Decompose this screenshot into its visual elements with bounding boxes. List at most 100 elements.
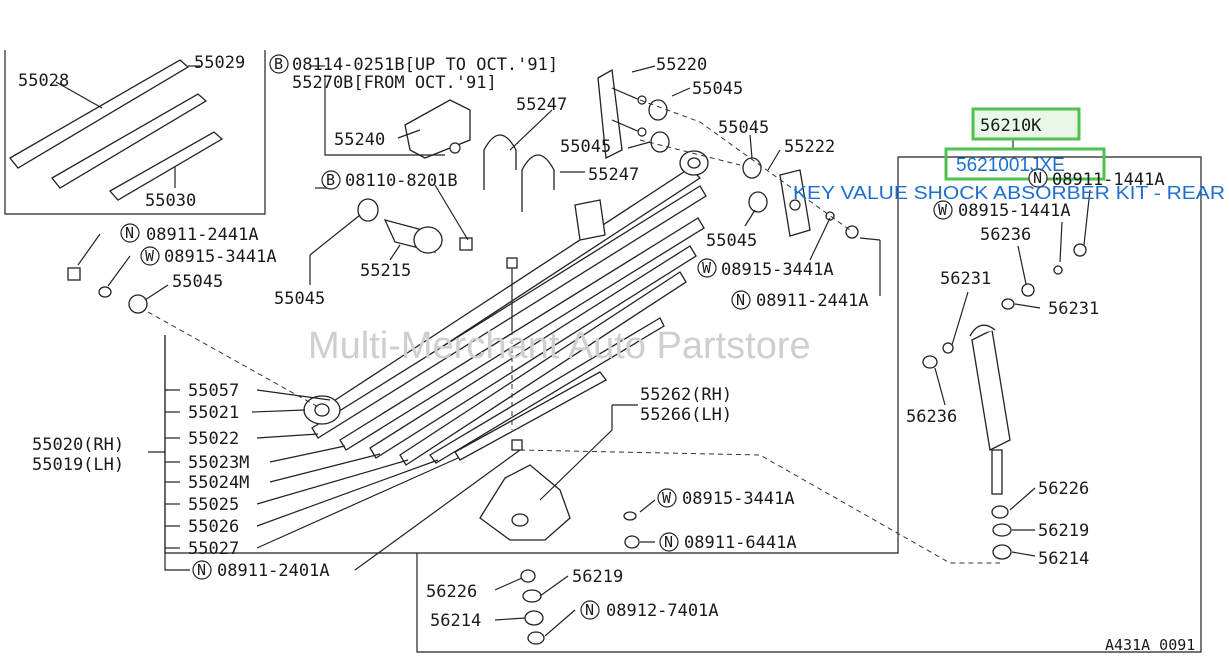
n-symbol-text: N: [125, 224, 134, 242]
label-55019-lh: 55019(LH): [32, 455, 124, 475]
inset-leaf-55028: [9, 59, 190, 169]
label-55045-c: 55045: [718, 118, 769, 138]
b-symbol-text-2: B: [326, 171, 335, 189]
label-55220: 55220: [656, 55, 707, 75]
highlight-box-alt-number[interactable]: [944, 147, 1106, 181]
label-56219-a: 56219: [572, 567, 623, 587]
bracket-55240: [404, 99, 471, 159]
inset-leaf-55030: [108, 131, 224, 201]
label-55028: 55028: [18, 71, 69, 91]
label-55045-e: 55045: [172, 272, 223, 292]
label-n-08911-1441a: 08911-1441A: [1052, 170, 1165, 190]
label-55262-rh: 55262(RH): [640, 385, 732, 405]
u-bolt-55247: [483, 134, 555, 212]
n-symbol-text-4: N: [197, 561, 206, 579]
inset-leaf-55029: [51, 93, 208, 189]
w-symbol-icon-3: [933, 200, 953, 220]
w-symbol-text-3: W: [938, 201, 948, 219]
w-symbol-icon-2: [697, 258, 717, 278]
label-55240: 55240: [334, 130, 385, 150]
label-55022: 55022: [188, 429, 239, 449]
shock-hardware: [520, 211, 1087, 645]
lower-frame: [416, 490, 1202, 653]
w-symbol-text-2: W: [702, 259, 712, 277]
label-55024m: 55024M: [188, 473, 249, 493]
label-n-08911-2401a: 08911-2401A: [217, 561, 330, 581]
b-symbol-icon-2: [321, 170, 341, 190]
main-leaf-spring: [303, 150, 709, 466]
label-56231-b: 56231: [1048, 299, 1099, 319]
bushing-set: [128, 99, 768, 314]
label-55222: 55222: [784, 137, 835, 157]
label-55247-a: 55247: [516, 95, 567, 115]
bracket-55215: [383, 219, 473, 254]
n-symbol-text-3: N: [1033, 169, 1042, 187]
n-symbol-icon-4: [192, 560, 212, 580]
label-55023m: 55023M: [188, 453, 249, 473]
n-symbol-text-6: N: [585, 601, 594, 619]
highlight-description[interactable]: KEY VALUE SHOCK ABSORBER KIT - REAR: [793, 183, 1225, 203]
label-56236-b: 56236: [906, 407, 957, 427]
note-bolt-b1-line2: 55270B[FROM OCT.'91]: [292, 73, 497, 93]
w-symbol-icon: [140, 246, 160, 266]
label-55027: 55027: [188, 539, 239, 559]
spring-seat-55262: [479, 439, 571, 541]
highlight-box-part-number[interactable]: [971, 107, 1081, 141]
label-55021: 55021: [188, 403, 239, 423]
n-symbol-icon-2: [731, 290, 751, 310]
label-55030: 55030: [145, 191, 196, 211]
label-56219-b: 56219: [1038, 521, 1089, 541]
label-56226-b: 56226: [1038, 479, 1089, 499]
label-56214-a: 56214: [430, 611, 481, 631]
diagram-code: A431A 0091: [1105, 636, 1195, 654]
shackle-55220: [597, 68, 647, 160]
label-55247-b: 55247: [588, 165, 639, 185]
note-bolt-b1-line1: 08114-0251B[UP TO OCT.'91]: [292, 55, 558, 75]
n-symbol-icon: [120, 223, 140, 243]
label-55266-lh: 55266(LH): [640, 405, 732, 425]
n-symbol-icon-6: [580, 600, 600, 620]
inset-frame: [4, 50, 266, 215]
label-55057: 55057: [188, 381, 239, 401]
label-56226-a: 56226: [426, 582, 477, 602]
nut-washer-left: [67, 267, 112, 298]
shock-absorber: [969, 324, 1011, 495]
label-55020-rh: 55020(RH): [32, 435, 124, 455]
label-55025: 55025: [188, 495, 239, 515]
w-symbol-icon-4: [657, 488, 677, 508]
note-bolt-b2: 08110-8201B: [345, 171, 458, 191]
label-w-08915-3441a-a: 08915-3441A: [164, 247, 277, 267]
spring-pad: [574, 199, 606, 241]
label-w-08915-3441a-b: 08915-3441A: [721, 260, 834, 280]
label-55045-f: 55045: [274, 289, 325, 309]
label-w-08915-1441a: 08915-1441A: [958, 201, 1071, 221]
n-symbol-icon-3: [1028, 168, 1048, 188]
b-symbol-text: B: [274, 55, 283, 73]
label-56236-a: 56236: [980, 225, 1031, 245]
highlight-alt-number[interactable]: 5621001JXE: [956, 155, 1065, 176]
leader-lines: [77, 65, 1091, 637]
label-56214-b: 56214: [1038, 549, 1089, 569]
n-symbol-text-2: N: [736, 291, 745, 309]
w-symbol-text-4: W: [662, 489, 672, 507]
label-55026: 55026: [188, 517, 239, 537]
w-symbol-text: W: [145, 247, 155, 265]
watermark-text: Multi-Merchant Auto Partstore: [308, 325, 811, 367]
label-56231-a: 56231: [940, 269, 991, 289]
label-55215: 55215: [360, 261, 411, 281]
label-55045-d: 55045: [706, 231, 757, 251]
b-symbol-icon: [269, 54, 289, 74]
label-n-08912-7401a: 08912-7401A: [606, 601, 719, 621]
label-55029: 55029: [194, 53, 245, 73]
label-n-08911-2441a-b: 08911-2441A: [756, 291, 869, 311]
highlight-part-number[interactable]: 56210K: [980, 116, 1042, 136]
label-n-08911-6441a: 08911-6441A: [684, 533, 797, 553]
label-n-08911-2441a-a: 08911-2441A: [146, 225, 259, 245]
label-55045-a: 55045: [692, 79, 743, 99]
label-55045-b: 55045: [560, 137, 611, 157]
label-w-08915-3441a-c: 08915-3441A: [682, 489, 795, 509]
shackle-55222: [779, 169, 811, 237]
n-symbol-text-5: N: [664, 533, 673, 551]
